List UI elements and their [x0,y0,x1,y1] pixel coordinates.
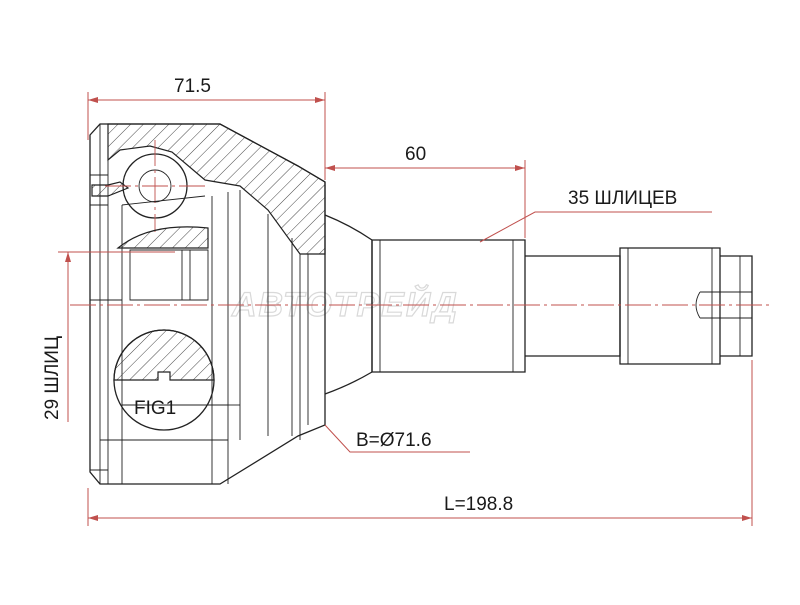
diameter-callout: B=Ø71.6 [324,424,470,453]
dim-top-label: 71.5 [174,76,211,97]
shaft-splines-label: 35 ШЛИЦЕВ [568,188,677,209]
dim-shaft-label: 60 [405,144,426,165]
dimension-71-5: 71.5 [87,76,326,180]
shaft [371,239,753,373]
spline-section-fig1: FIG1 [113,329,215,431]
dimension-60: 60 [325,144,526,238]
spline-callout-35: 35 ШЛИЦЕВ [479,188,712,243]
spline-callout-29: 29 ШЛИЦ [42,251,175,422]
inner-splines-label: 29 ШЛИЦ [42,336,63,420]
dimension-total-length: L=198.8 [87,360,753,526]
bearing-diameter-label: B=Ø71.6 [356,430,432,451]
watermark: АВТОТРЕЙД [231,285,459,324]
figure-label: FIG1 [134,398,176,419]
total-length-label: L=198.8 [444,494,513,515]
